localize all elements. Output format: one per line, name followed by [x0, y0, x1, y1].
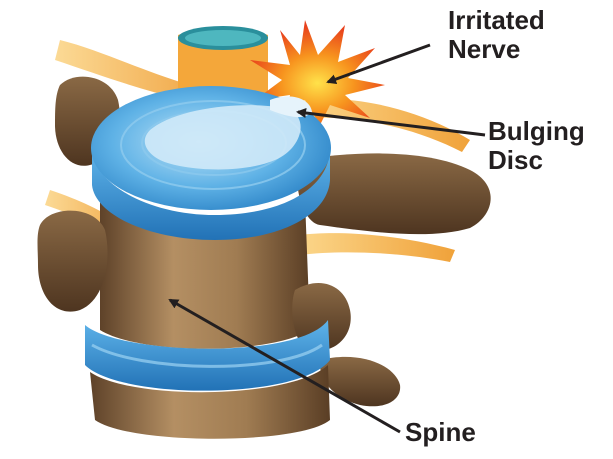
label-spine: Spine [405, 418, 476, 447]
label-irritated-nerve-line1: Irritated [448, 6, 545, 35]
label-bulging-disc-line1: Bulging [488, 117, 585, 146]
label-bulging-disc-line2: Disc [488, 146, 585, 175]
label-irritated-nerve: Irritated Nerve [448, 6, 545, 64]
facet-left-lower [38, 211, 108, 312]
label-irritated-nerve-line2: Nerve [448, 35, 545, 64]
right-nerve-lower [300, 233, 455, 262]
label-bulging-disc: Bulging Disc [488, 117, 585, 175]
